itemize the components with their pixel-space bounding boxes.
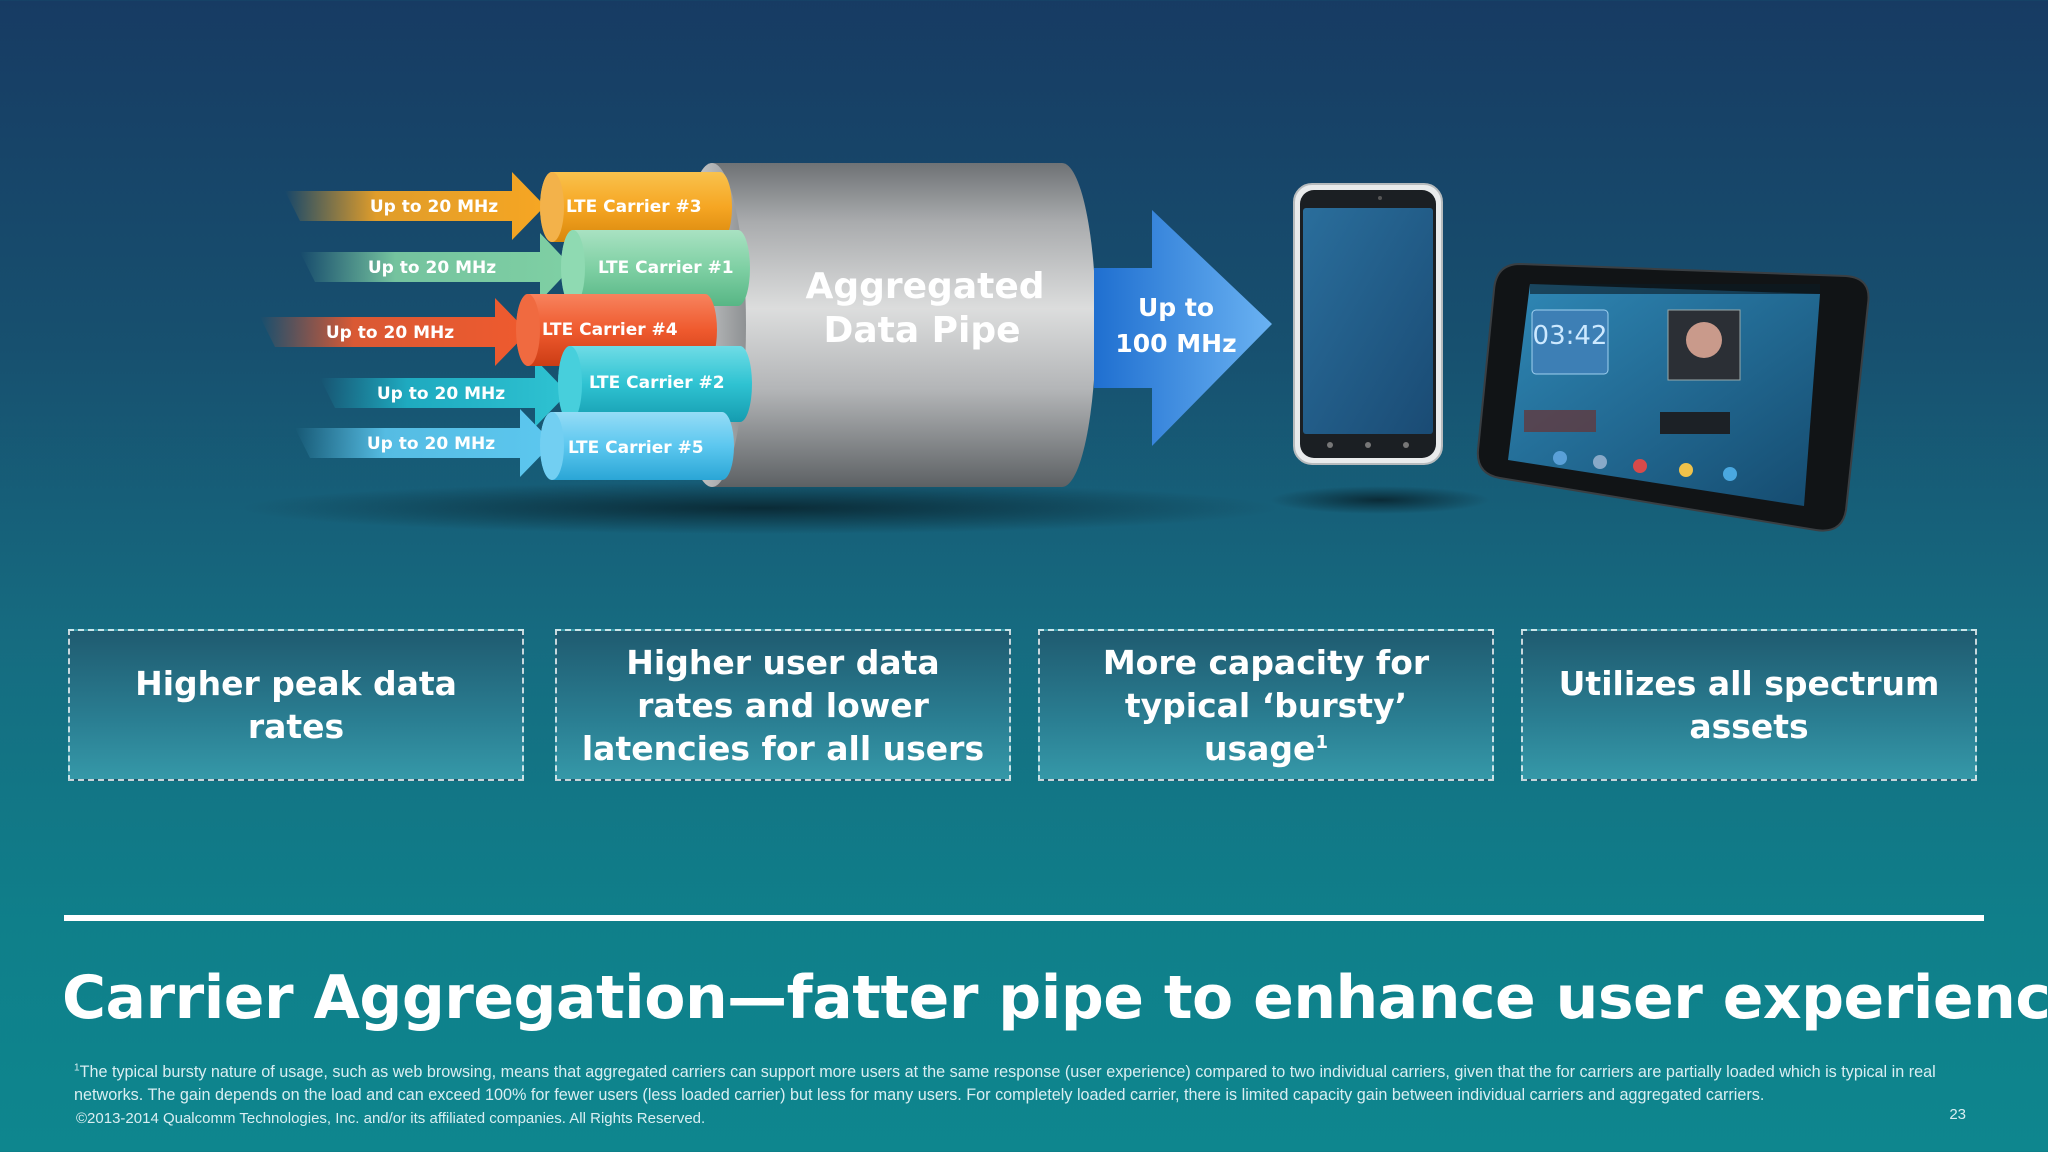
footnote-marker: 1 [74, 1062, 80, 1074]
footnote-text: The typical bursty nature of usage, such… [74, 1063, 1936, 1104]
benefits-row: Higher peak data rates Higher user data … [68, 629, 1982, 785]
carrier-tube-2-label: LTE Carrier #2 [589, 373, 725, 393]
carrier-tube-3-label: LTE Carrier #3 [566, 197, 702, 217]
phone-shadow [1270, 486, 1490, 514]
footnote-ref: 1 [1315, 731, 1328, 753]
carrier-tube-1: LTE Carrier #1 [561, 230, 750, 306]
carrier-tube-5: LTE Carrier #5 [540, 412, 734, 480]
output-arrow: Up to 100 MHz [1094, 210, 1272, 446]
benefit-text-wrap: More capacity for typical ‘bursty’ usage… [1040, 641, 1492, 770]
input-arrow-4-label: Up to 20 MHz [377, 384, 505, 404]
smartphone-image [1293, 183, 1443, 465]
input-arrow-1: Up to 20 MHz [285, 172, 545, 240]
pipe-label-line2: Data Pipe [823, 310, 1020, 351]
carrier-tube-4-label: LTE Carrier #4 [542, 320, 678, 340]
benefit-box-spectrum: Utilizes all spectrum assets [1521, 629, 1977, 781]
input-arrow-3: Up to 20 MHz [260, 298, 528, 366]
diagram-svg: Up to 20 MHz Up to 20 MHz Up to 20 MHz U… [240, 163, 1870, 534]
benefit-text: More capacity for typical ‘bursty’ usage [1102, 642, 1430, 768]
title-divider [64, 915, 1984, 921]
benefit-text: Utilizes all spectrum assets [1558, 664, 1940, 746]
page-number: 23 [1949, 1106, 1966, 1123]
footnote: 1The typical bursty nature of usage, suc… [74, 1061, 1974, 1107]
tablet-clock: 03:42 [1533, 321, 1608, 351]
benefit-text: Higher peak data rates [135, 664, 457, 746]
benefit-box-capacity: More capacity for typical ‘bursty’ usage… [1038, 629, 1494, 781]
benefit-box-user-rates: Higher user data rates and lower latenci… [555, 629, 1011, 781]
carrier-aggregation-diagram: Up to 20 MHz Up to 20 MHz Up to 20 MHz U… [240, 163, 1870, 534]
input-arrow-4: Up to 20 MHz [320, 359, 568, 427]
carrier-tube-1-label: LTE Carrier #1 [598, 258, 734, 278]
carrier-tube-5-label: LTE Carrier #5 [568, 438, 704, 458]
benefit-box-peak-rates: Higher peak data rates [68, 629, 524, 781]
input-arrow-5: Up to 20 MHz [295, 409, 553, 477]
output-label-line1: Up to [1138, 293, 1214, 322]
benefit-text: Higher user data rates and lower latenci… [581, 642, 985, 768]
input-arrow-3-label: Up to 20 MHz [326, 323, 454, 343]
input-arrow-2-label: Up to 20 MHz [368, 258, 496, 278]
input-arrow-5-label: Up to 20 MHz [367, 434, 495, 454]
input-arrow-1-label: Up to 20 MHz [370, 197, 498, 217]
tablet-image: 03:42 [1476, 262, 1870, 532]
input-arrow-2: Up to 20 MHz [300, 233, 572, 301]
copyright: ©2013-2014 Qualcomm Technologies, Inc. a… [76, 1110, 706, 1127]
output-label-line2: 100 MHz [1115, 329, 1236, 358]
carrier-tube-3: LTE Carrier #3 [540, 172, 732, 242]
slide-title: Carrier Aggregation—fatter pipe to enhan… [62, 963, 2048, 1033]
pipe-label-line1: Aggregated [805, 266, 1044, 307]
pipe-shadow [240, 482, 1280, 534]
carrier-tube-2: LTE Carrier #2 [558, 346, 752, 422]
